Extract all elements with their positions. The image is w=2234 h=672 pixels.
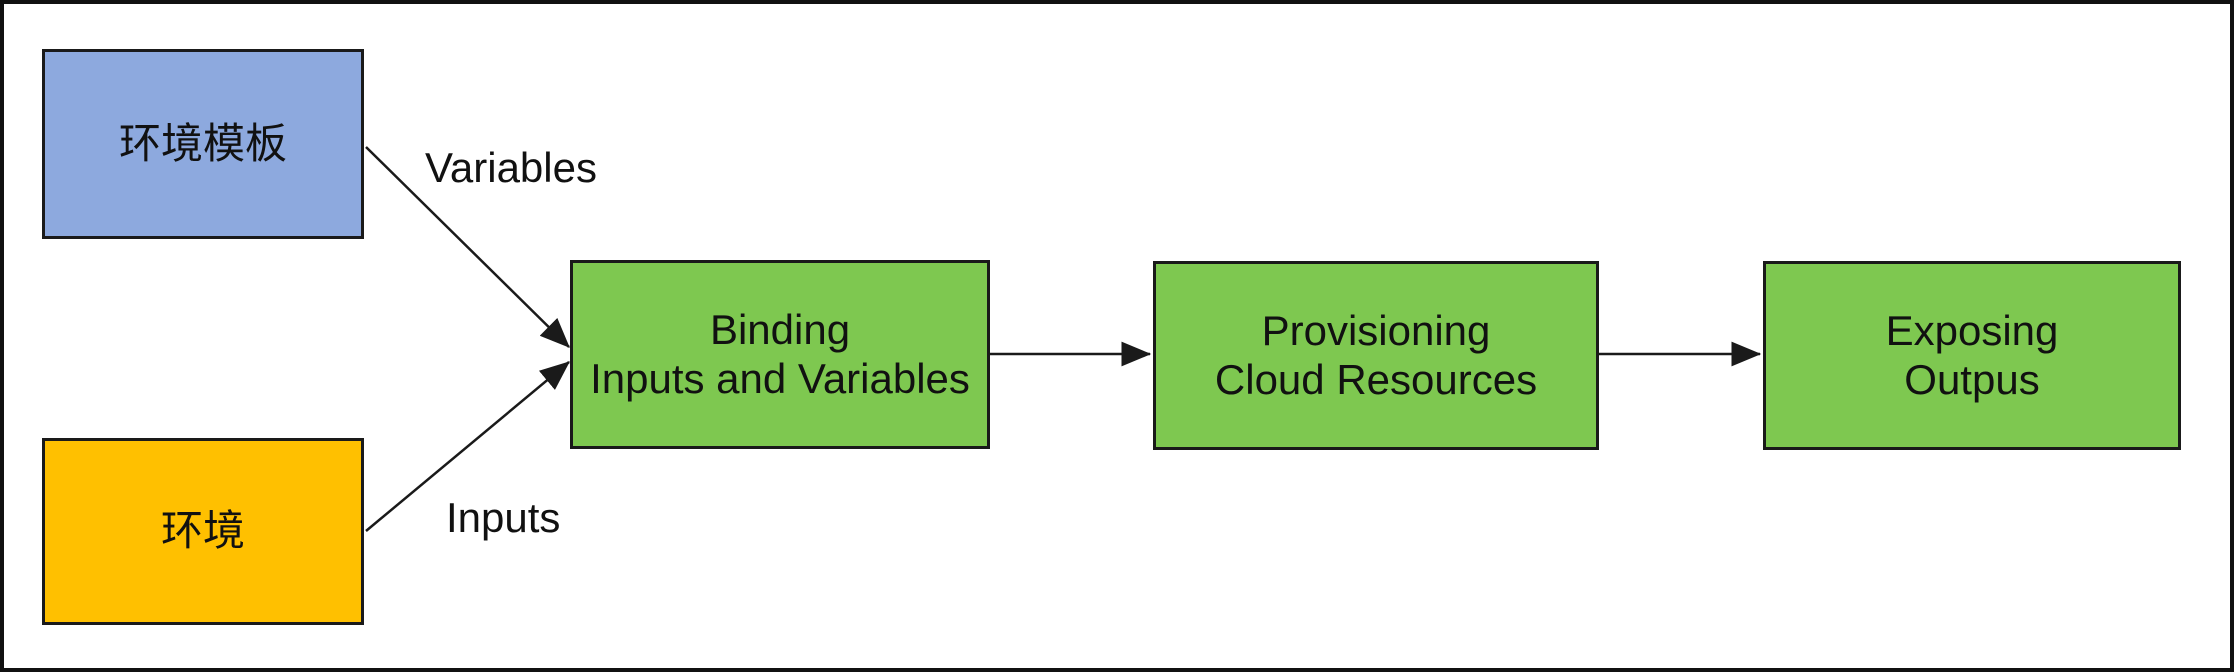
arrow-env-template-to-binding [365, 146, 570, 348]
edge-label-inputs: Inputs [446, 494, 561, 541]
edge-label-variables: Variables [425, 144, 597, 191]
node-exposing: Exposing Outpus [1763, 261, 2181, 450]
node-environment: 环境 [42, 438, 364, 625]
node-provisioning-label-line1: Provisioning [1261, 306, 1491, 354]
arrow-environment-to-binding [365, 361, 570, 532]
node-provisioning-label-line2: Cloud Resources [1214, 355, 1538, 403]
node-env-template-label: 环境模板 [118, 119, 287, 167]
node-exposing-label-line1: Exposing [1885, 306, 2059, 354]
node-exposing-label-line2: Outpus [1904, 355, 2040, 403]
node-environment-label: 环境 [160, 507, 245, 555]
node-binding-label-line2: Inputs and Variables [590, 354, 970, 402]
node-binding-label-line1: Binding [709, 305, 851, 353]
node-provisioning: Provisioning Cloud Resources [1153, 261, 1599, 450]
node-env-template: 环境模板 [42, 49, 364, 239]
node-binding: Binding Inputs and Variables [570, 260, 990, 449]
